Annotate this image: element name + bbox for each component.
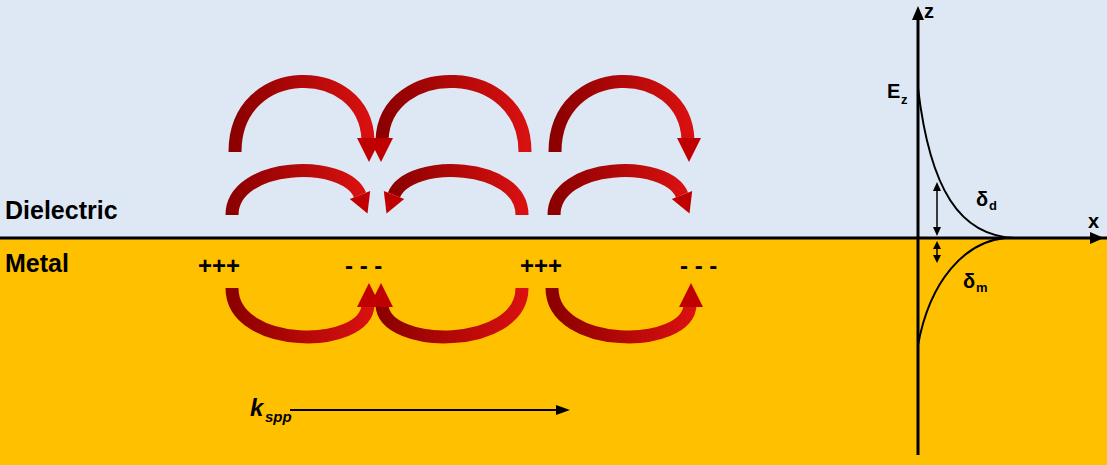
decay-length-subscript: d [989, 199, 997, 214]
axis-label: x [1088, 210, 1099, 233]
charge-sign: +++ [520, 252, 562, 280]
z-axis [917, 18, 920, 455]
interface-line [0, 237, 1107, 240]
decay-length-symbol: δ [963, 270, 975, 293]
decay-length-subscript: m [976, 281, 988, 296]
metal-region [0, 238, 1107, 465]
field-arrowheads [350, 138, 703, 307]
wavevector-subscript: spp [265, 408, 292, 425]
charge-sign: +++ [198, 252, 240, 280]
field-decay-dielectric [918, 88, 1015, 238]
field-lines [232, 81, 690, 336]
wavevector-arrowhead [556, 405, 570, 415]
field-subscript: z [901, 93, 908, 108]
field-symbol: E [887, 80, 900, 103]
charge-sign: - - - [345, 252, 382, 280]
decay-length-heads [933, 182, 941, 263]
wavevector-symbol: k [250, 394, 263, 422]
field-decay-metal [918, 238, 1005, 345]
dielectric-region [0, 0, 1107, 238]
z-axis-head [912, 6, 924, 20]
axis-label: z [924, 0, 934, 23]
wavevector-arrow [290, 409, 558, 411]
x-axis-head [1090, 232, 1104, 244]
decay-length-symbol: δ [976, 188, 988, 211]
charge-sign: - - - [680, 252, 717, 280]
region-label: Metal [5, 249, 69, 278]
region-label: Dielectric [5, 196, 118, 225]
